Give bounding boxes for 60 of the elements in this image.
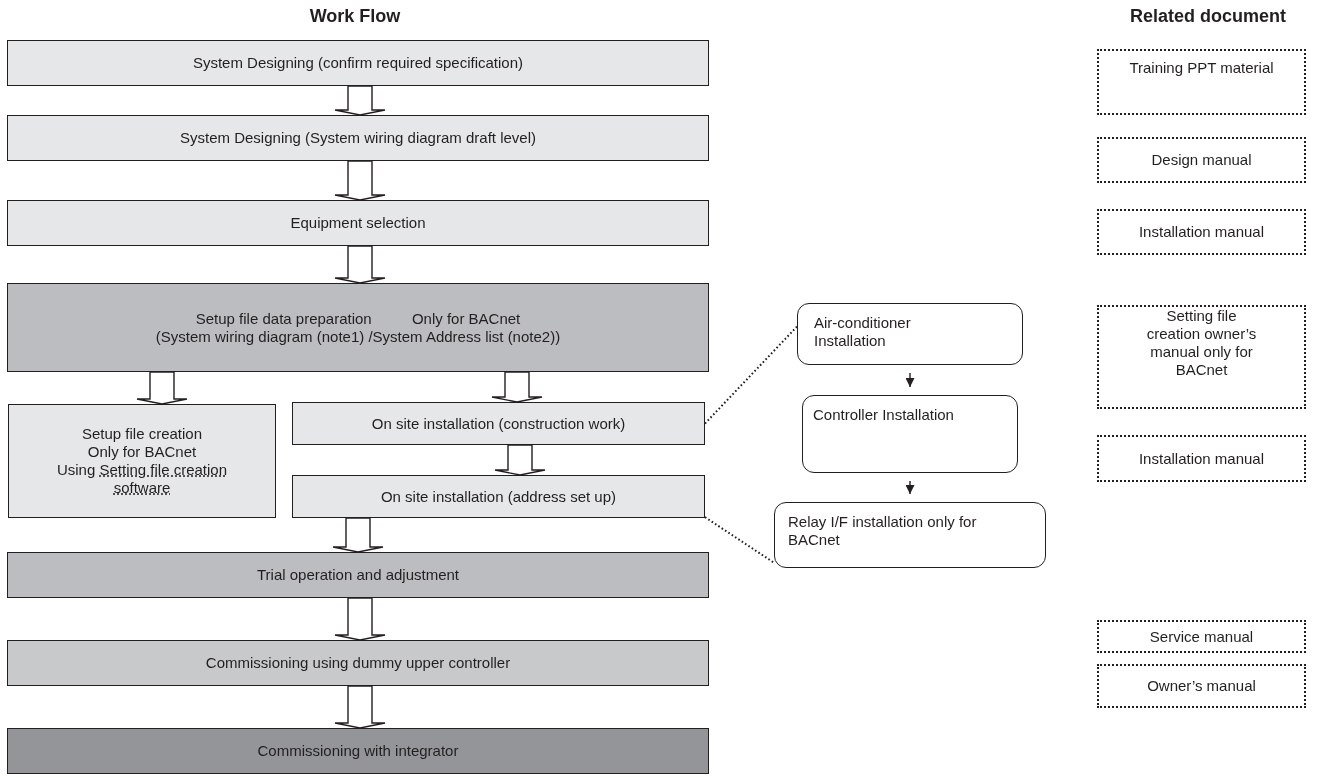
step-text: Commissioning with integrator <box>257 742 459 760</box>
flow-arrow <box>334 85 386 116</box>
flow-arrow <box>494 444 546 476</box>
flow-arrow <box>491 371 543 403</box>
flow-arrow <box>334 245 386 284</box>
step-text: Only for BACnet <box>87 443 197 461</box>
process-box <box>7 728 709 774</box>
flow-arrow <box>334 597 386 641</box>
column-heading: Work Flow <box>309 6 401 27</box>
step-box <box>774 502 1046 568</box>
flow-arrow <box>334 160 386 201</box>
document-text: Installation manual <box>1138 223 1265 241</box>
step-text: Only for BACnet <box>411 309 521 327</box>
process-box <box>7 552 709 598</box>
process-box <box>7 115 709 161</box>
document-text: Design manual <box>1151 151 1252 169</box>
document-box <box>1097 49 1306 115</box>
document-box <box>1097 305 1306 409</box>
process-box <box>292 475 705 518</box>
document-text: Installation manual <box>1138 449 1265 468</box>
process-box <box>7 640 709 686</box>
step-text: Using <box>56 461 96 478</box>
step-text: Relay I/F installation only for BACnet <box>788 513 978 549</box>
document-box <box>1097 137 1306 183</box>
step-text: System Designing (System wiring diagram draft level) <box>180 129 536 147</box>
document-text: Service manual <box>1149 627 1254 646</box>
document-box <box>1097 435 1306 482</box>
document-text: Training PPT material <box>1129 59 1274 77</box>
process-box <box>7 200 709 246</box>
document-box <box>1097 620 1306 653</box>
document-text: Owner’s manual <box>1147 677 1256 695</box>
software-link: Setting file creation software <box>99 461 228 496</box>
document-box <box>1097 209 1306 255</box>
step-text: Setup file creation <box>81 425 203 443</box>
step-text: On site installation (address set up) <box>380 487 617 506</box>
step-text: On site installation (construction work) <box>371 414 626 433</box>
flow-arrow <box>332 517 384 553</box>
document-box <box>1097 664 1306 708</box>
process-box <box>8 404 276 518</box>
flow-arrow <box>136 371 188 405</box>
process-box <box>7 283 709 372</box>
arrow <box>905 372 915 388</box>
step-text: Setup file data preparation <box>195 309 372 327</box>
document-text: Setting file creation owner’s manual only for BACnet <box>1145 307 1258 379</box>
step-text: Equipment selection <box>290 214 426 232</box>
step-box <box>797 303 1023 365</box>
flow-arrow <box>334 685 386 729</box>
step-text: Controller Installation <box>813 406 954 424</box>
step-text: Trial operation and adjustment <box>256 566 460 584</box>
arrow <box>905 480 915 495</box>
step-text: (System wiring diagram (note1) /System Address list (note2)) <box>155 327 561 346</box>
step-box <box>802 395 1018 473</box>
leader-line <box>704 325 798 425</box>
process-box <box>292 402 705 445</box>
step-text: Air-conditioner Installation <box>814 314 912 350</box>
process-box <box>7 40 709 86</box>
leader-line <box>704 516 775 564</box>
step-text: System Designing (confirm required specification) <box>192 54 524 72</box>
step-text: Commissioning using dummy upper controller <box>205 654 511 672</box>
column-heading: Related document <box>1130 6 1286 27</box>
